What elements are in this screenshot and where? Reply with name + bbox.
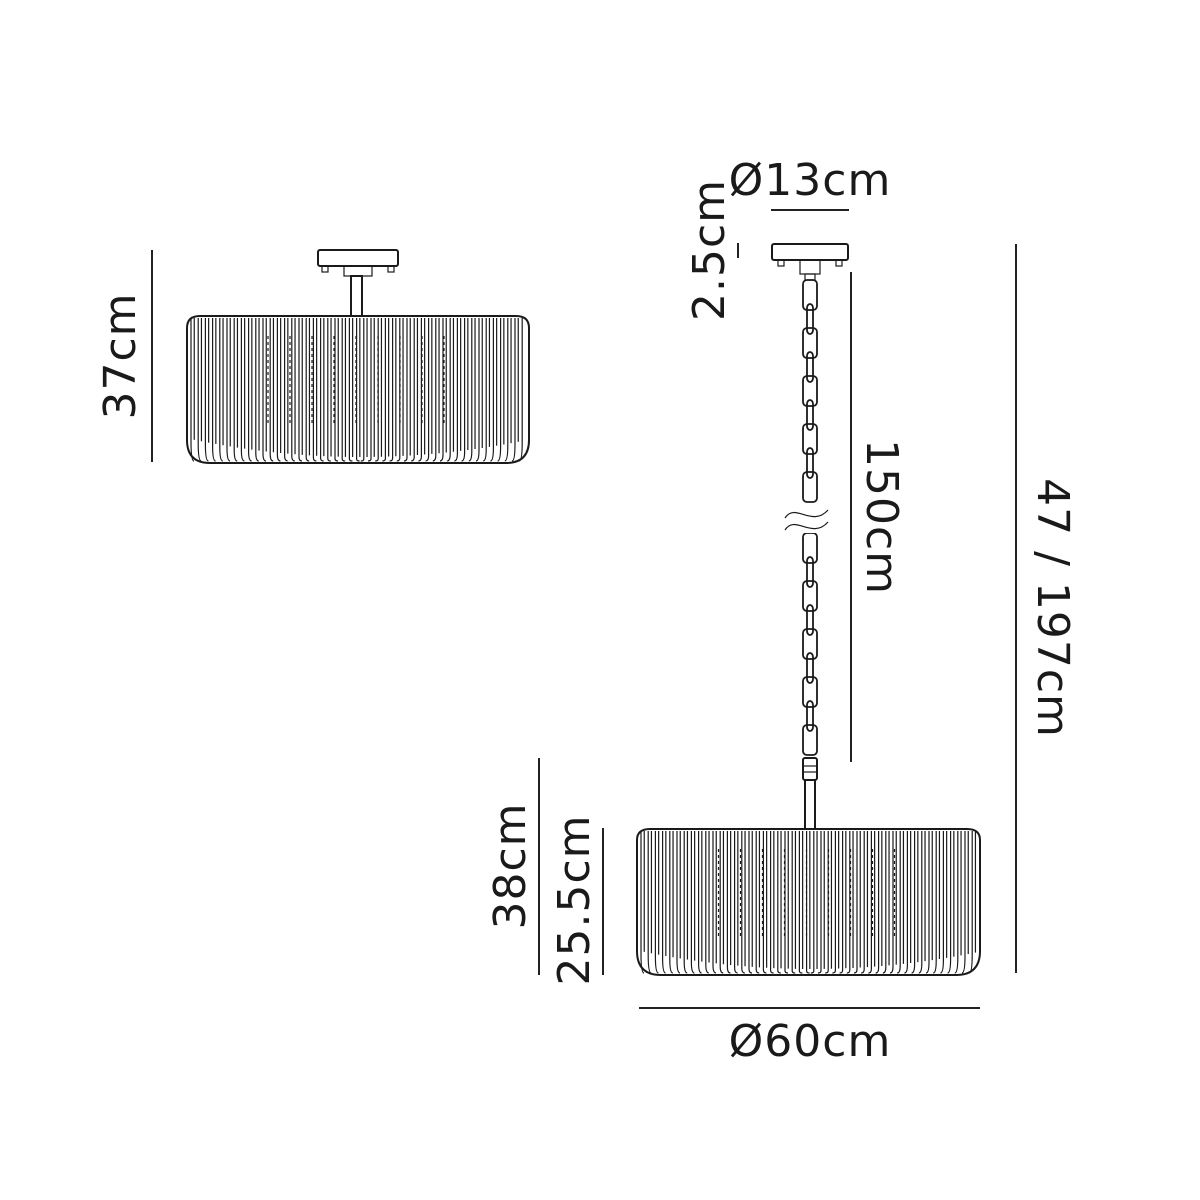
- total-height-label: 47 / 197cm: [1027, 478, 1078, 738]
- pendant-shade: [636, 828, 981, 976]
- canopy-diameter-label: Ø13cm: [729, 155, 892, 206]
- pendant-fitting: Ø13cm 2.5cm 150cm 47 / 197cm 3: [485, 155, 1078, 1067]
- pendant-chain: [802, 279, 818, 756]
- flush-height-label: 37cm: [95, 292, 146, 419]
- flush-shade: [186, 315, 530, 464]
- semi-flush-fitting: 37cm: [95, 249, 530, 464]
- chain-length-label: 150cm: [856, 439, 907, 595]
- pendant-canopy: [771, 243, 849, 261]
- flush-rod: [350, 275, 363, 319]
- chain-break-symbol: [784, 505, 830, 533]
- canopy-height-label: 2.5cm: [684, 179, 735, 321]
- shade-diameter-label: Ø60cm: [729, 1016, 892, 1067]
- pendant-height-label: 38cm: [485, 802, 536, 929]
- flush-ceiling-plate: [317, 249, 399, 267]
- shade-height-label: 25.5cm: [549, 814, 600, 985]
- pendant-rod: [804, 779, 816, 831]
- pendant-connector: [802, 757, 818, 781]
